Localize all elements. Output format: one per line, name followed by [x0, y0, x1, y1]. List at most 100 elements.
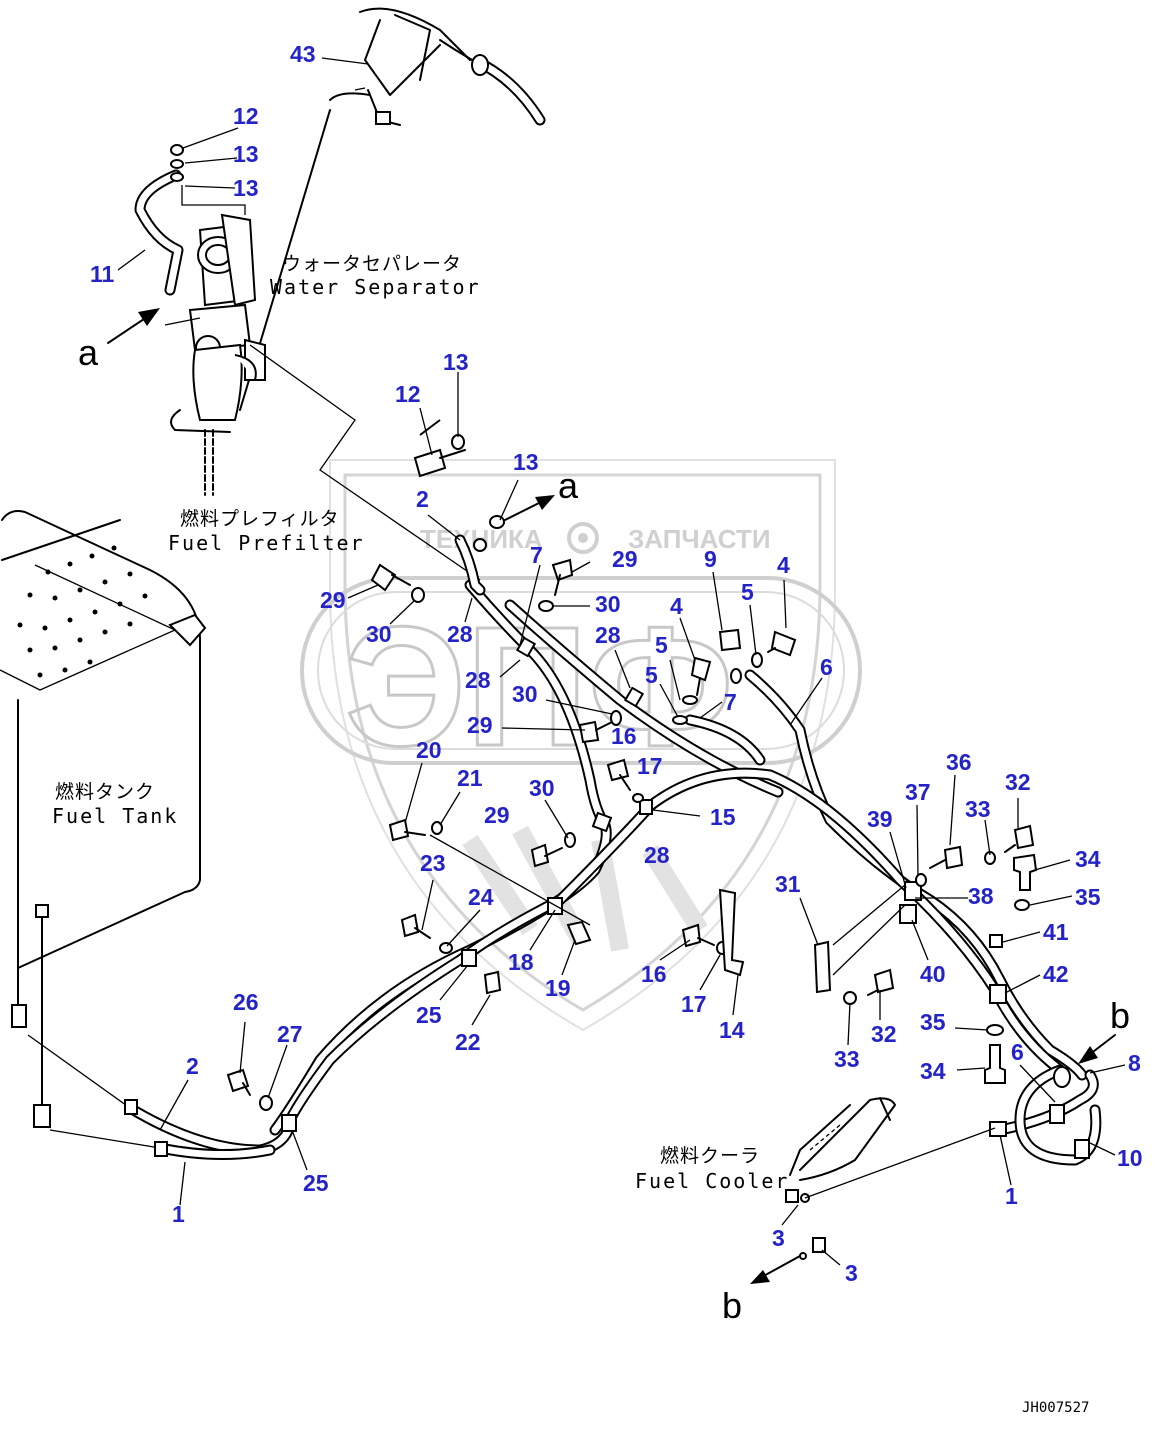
callout-30: 30 [529, 775, 555, 801]
callout-17: 17 [637, 753, 663, 779]
callout-37: 37 [905, 779, 931, 805]
callout-36: 36 [946, 749, 972, 775]
callout-29: 29 [484, 802, 510, 828]
ref-a-right: a [558, 465, 579, 506]
callout-28: 28 [447, 621, 473, 647]
callouts: 43 12 13 13 11 13 12 13 2 7 29 29 30 30 … [90, 41, 1143, 1286]
ref-b-bottom: b [722, 1285, 742, 1326]
water-separator-en: Water Separator [270, 275, 481, 299]
fuel-tank-jp: 燃料タンク [55, 781, 155, 803]
callout-12: 12 [395, 381, 421, 407]
callout-4: 4 [777, 552, 790, 578]
callout-5: 5 [645, 662, 658, 688]
callout-2: 2 [416, 486, 429, 512]
callout-34: 34 [920, 1058, 946, 1084]
callout-10: 10 [1117, 1145, 1143, 1171]
fuel-cooler-en: Fuel Cooler [635, 1169, 789, 1193]
callout-13: 13 [513, 449, 539, 475]
callout-28: 28 [595, 622, 621, 648]
callout-20: 20 [416, 737, 442, 763]
callout-1: 1 [1005, 1183, 1018, 1209]
water-separator-jp: ウォータセパレータ [282, 253, 462, 275]
callout-34: 34 [1075, 846, 1101, 872]
callout-29: 29 [320, 587, 346, 613]
callout-41: 41 [1043, 919, 1069, 945]
ref-arrow-a-left: a [78, 308, 160, 373]
callout-32: 32 [871, 1021, 897, 1047]
callout-19: 19 [545, 975, 571, 1001]
callout-14: 14 [719, 1017, 745, 1043]
callout-30: 30 [512, 681, 538, 707]
callout-23: 23 [420, 850, 446, 876]
callout-28: 28 [465, 667, 491, 693]
ref-arrow-b-bottom: b [722, 1255, 801, 1326]
callout-18: 18 [508, 949, 534, 975]
callout-13: 13 [233, 141, 259, 167]
gear-icon [567, 522, 599, 554]
fuel-prefilter-en: Fuel Prefilter [168, 531, 365, 555]
callout-13: 13 [233, 175, 259, 201]
callout-35: 35 [1075, 884, 1101, 910]
callout-3: 3 [772, 1225, 785, 1251]
callout-6: 6 [820, 654, 833, 680]
callout-29: 29 [612, 546, 638, 572]
callout-3: 3 [845, 1260, 858, 1286]
callout-43: 43 [290, 41, 316, 67]
callout-26: 26 [233, 989, 259, 1015]
callout-28: 28 [644, 842, 670, 868]
callout-16: 16 [611, 723, 637, 749]
fuel-tank-en: Fuel Tank [52, 804, 178, 828]
callout-29: 29 [467, 712, 493, 738]
callout-13: 13 [443, 349, 469, 375]
callout-38: 38 [968, 883, 994, 909]
callout-25: 25 [303, 1170, 329, 1196]
fuel-prefilter-jp: 燃料プレフィルタ [180, 508, 340, 530]
ref-arrow-b-right: b [1078, 995, 1130, 1064]
fuel-cooler-jp: 燃料クーラ [660, 1145, 760, 1167]
callout-9: 9 [704, 546, 717, 572]
callout-33: 33 [834, 1046, 860, 1072]
callout-39: 39 [867, 806, 893, 832]
fuel-cooler: 燃料クーラ Fuel Cooler [635, 1097, 996, 1260]
callout-42: 42 [1043, 961, 1069, 987]
ref-arrow-a-right: a [504, 465, 579, 521]
hose-assembly [27, 534, 1102, 1166]
callout-32: 32 [1005, 769, 1031, 795]
callout-31: 31 [775, 871, 801, 897]
water-separator: ウォータセパレータ Water Separator 燃料プレフィルタ Fuel … [134, 7, 546, 581]
callout-33: 33 [965, 796, 991, 822]
callout-15: 15 [710, 804, 736, 830]
callout-17: 17 [681, 991, 707, 1017]
leader-lines [117, 57, 1126, 1266]
callout-2: 2 [186, 1053, 199, 1079]
ref-b-right: b [1110, 995, 1130, 1036]
callout-30: 30 [366, 621, 392, 647]
callout-25: 25 [416, 1002, 442, 1028]
callout-5: 5 [655, 632, 668, 658]
callout-12: 12 [233, 103, 259, 129]
callout-30: 30 [595, 591, 621, 617]
watermark-line2: ЗАПЧАСТИ [628, 524, 771, 554]
callout-11: 11 [90, 261, 115, 287]
fuel-tank: 燃料タンク Fuel Tank [0, 510, 207, 1128]
callout-7: 7 [530, 542, 543, 568]
callout-7: 7 [724, 689, 737, 715]
fittings [124, 419, 1090, 1159]
drawing-code: JH007527 [1022, 1400, 1089, 1416]
callout-4: 4 [670, 593, 683, 619]
callout-1: 1 [172, 1201, 185, 1227]
callout-6: 6 [1011, 1039, 1024, 1065]
callout-8: 8 [1128, 1050, 1141, 1076]
callout-21: 21 [457, 765, 483, 791]
callout-40: 40 [920, 961, 946, 987]
watermark-mark: ЭПФ [345, 592, 733, 782]
callout-16: 16 [641, 961, 667, 987]
callout-35: 35 [920, 1009, 946, 1035]
callout-27: 27 [277, 1021, 303, 1047]
callout-24: 24 [468, 884, 494, 910]
callout-5: 5 [741, 579, 754, 605]
ref-a-left: a [78, 332, 99, 373]
callout-22: 22 [455, 1029, 481, 1055]
